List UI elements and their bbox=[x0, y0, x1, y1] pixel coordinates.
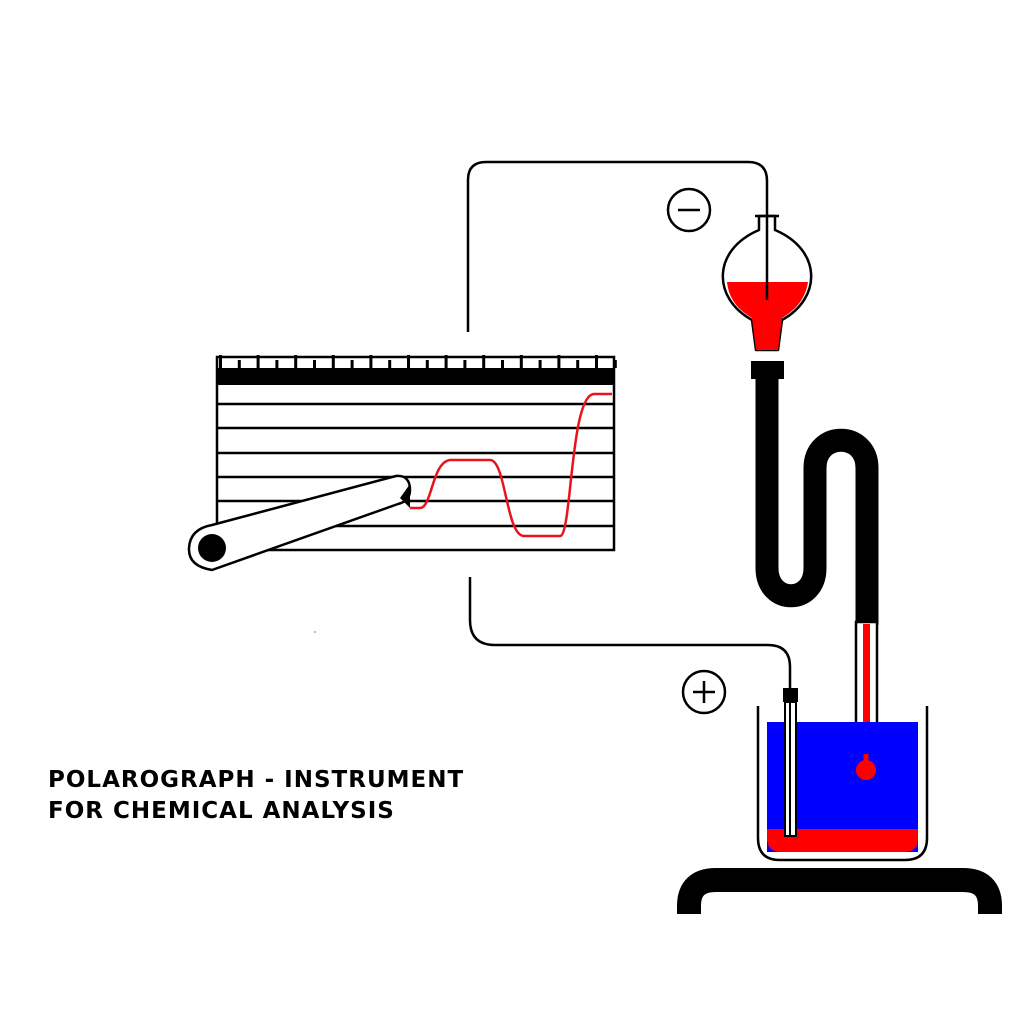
reservoir-stopper bbox=[751, 361, 784, 379]
scale-tick bbox=[407, 355, 410, 368]
flexible-tube bbox=[755, 379, 879, 625]
mercury-reservoir bbox=[721, 214, 813, 379]
title-line-2: FOR CHEMICAL ANALYSIS bbox=[48, 798, 395, 824]
scale-tick bbox=[595, 355, 598, 368]
scale-tick bbox=[538, 360, 542, 368]
scale-tick bbox=[425, 360, 429, 368]
chart-scale-ticks bbox=[219, 355, 617, 368]
chart-grid-lines bbox=[217, 402, 614, 528]
beaker-stand bbox=[677, 868, 1002, 914]
beaker bbox=[756, 706, 929, 862]
scale-tick bbox=[331, 355, 335, 368]
negative-terminal bbox=[666, 187, 712, 233]
scale-tick bbox=[501, 360, 504, 368]
scale-tick bbox=[444, 355, 448, 368]
polarogram-trace bbox=[410, 392, 612, 538]
scale-tick bbox=[350, 360, 354, 368]
scale-tick bbox=[557, 355, 561, 368]
diagram-title: POLAROGRAPH - INSTRUMENT FOR CHEMICAL AN… bbox=[48, 765, 648, 827]
scale-tick bbox=[482, 355, 486, 368]
reference-electrode bbox=[783, 688, 798, 837]
scale-tick bbox=[576, 360, 580, 368]
scale-tick bbox=[219, 355, 222, 368]
scale-tick bbox=[369, 355, 373, 368]
scale-tick bbox=[613, 360, 617, 368]
scale-tick bbox=[237, 360, 241, 368]
recorder-pen-arm bbox=[187, 474, 412, 572]
positive-wire bbox=[468, 577, 792, 690]
scale-tick bbox=[313, 360, 316, 368]
negative-wire bbox=[466, 160, 769, 332]
beaker-mercury-pool bbox=[767, 829, 918, 852]
beaker-solution bbox=[767, 722, 918, 852]
scale-tick bbox=[463, 360, 467, 368]
positive-terminal bbox=[681, 669, 727, 715]
scale-tick bbox=[519, 355, 523, 368]
scale-tick bbox=[388, 360, 392, 368]
mercury-drop bbox=[856, 760, 876, 780]
scale-tick bbox=[256, 355, 260, 368]
reservoir-mercury bbox=[727, 282, 808, 350]
pen-pivot bbox=[198, 534, 226, 562]
chart-scale-bar bbox=[217, 368, 614, 385]
stray-dot bbox=[314, 631, 316, 633]
scale-tick bbox=[275, 360, 279, 368]
scale-tick bbox=[294, 355, 298, 368]
title-line-1: POLAROGRAPH - INSTRUMENT bbox=[48, 767, 465, 793]
dropping-mercury-electrode bbox=[854, 620, 879, 764]
